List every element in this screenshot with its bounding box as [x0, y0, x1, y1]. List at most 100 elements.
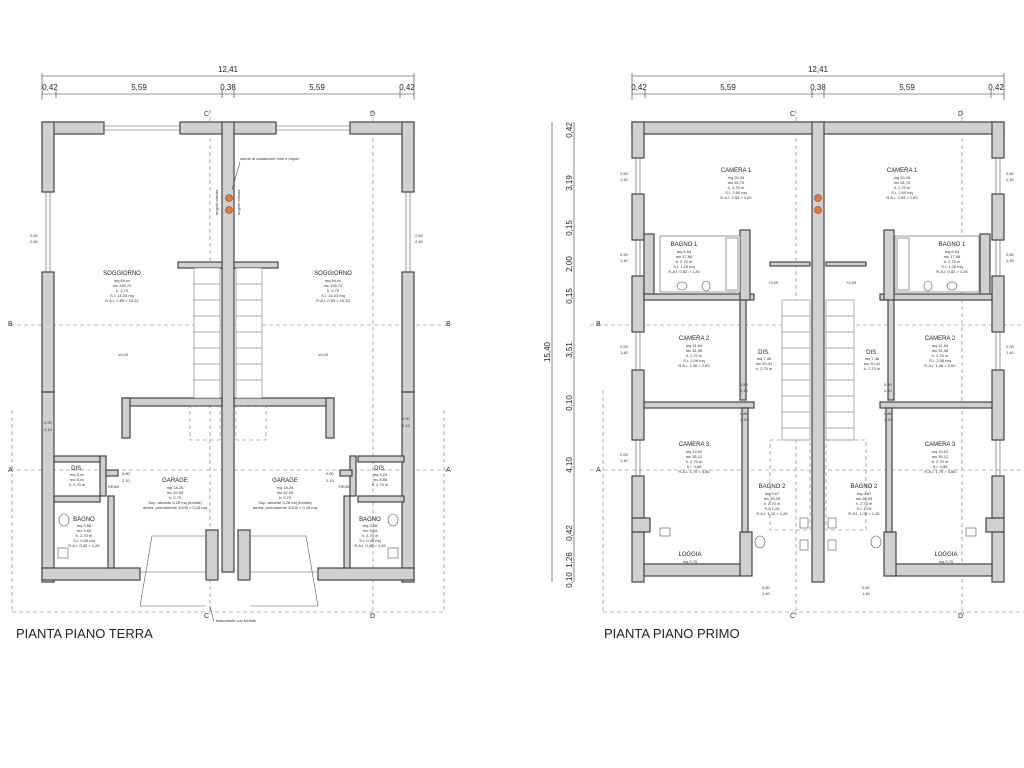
level-marker: ±0,00	[118, 352, 129, 357]
window-dim: 0,80	[740, 411, 749, 416]
side-dim: 0,42	[565, 525, 574, 541]
window-dims-first: 2,60 1,40 0,90 1,40 2,60 1,40 2,60 1,40 …	[620, 171, 1015, 596]
window-dim: 2,60	[30, 239, 39, 244]
room-name: BAGNO	[359, 517, 381, 523]
window-dim: 2,10	[884, 417, 893, 422]
room-line: mq 3,66	[363, 523, 378, 528]
room-line: mc 8,86	[373, 477, 388, 482]
room-line: mc 31,06	[686, 348, 703, 353]
walls-first	[631, 121, 1005, 583]
side-dim: 1,26	[565, 552, 574, 568]
axis-d-bottom: D'	[958, 613, 964, 620]
windows-ground	[45, 125, 411, 573]
top-dimension-chain-ground: 12,41 0,42 5,59 0,38 5,59 0,42	[41, 65, 415, 100]
axis-d-top: D	[370, 111, 375, 118]
room-line: mq 9,67	[857, 491, 872, 496]
room-line: mq 3,24	[373, 472, 388, 477]
window-dim: 0,90	[620, 252, 629, 257]
window-dim: 2,10	[402, 423, 411, 428]
room-line: mq 6,54	[677, 249, 692, 254]
room-line: mc 145,72	[324, 283, 343, 288]
bathroom-fixtures-first	[659, 235, 980, 551]
axis-b-left: B	[596, 321, 601, 328]
room-line: mc 26,09	[856, 496, 873, 501]
room-line: Sup. aerante 0,28 mq (fornita)	[258, 500, 312, 505]
room-line: R.A.I. 1,70 > 4,86	[678, 469, 710, 474]
top-dim-3: 0,38	[220, 83, 236, 92]
room-line: h. 2,70 m	[932, 353, 949, 358]
room-bagno1-right: BAGNO 1 mq 6,54 mc 17,66 h. 2,70 m S.I. …	[936, 242, 968, 274]
room-name: LOGGIA	[934, 552, 957, 558]
room-soggiorno-right: SOGGIORNO mq 64,xx mc 145,72 h. 2,70 S.I…	[314, 271, 352, 303]
window-dim: 0,80	[762, 585, 771, 590]
axis-d-bottom: D	[370, 613, 375, 620]
room-name: BAGNO 1	[671, 242, 698, 248]
room-line: h. 2,70	[169, 495, 182, 500]
room-line: mq 7,46	[757, 356, 772, 361]
room-name: GARAGE	[162, 478, 188, 484]
window-dim: 2,10	[122, 478, 131, 483]
window-dim: 2,60	[30, 233, 39, 238]
room-line: R.A.I. 0,82 > 1,26	[936, 269, 968, 274]
room-line: R.A.I. 1,46 > 2,60	[678, 363, 710, 368]
room-line: mq 7,46	[865, 356, 880, 361]
room-line: mq 3,xx	[70, 472, 84, 477]
walls-ground	[41, 121, 415, 583]
room-line: S.I. 2,60 mq	[891, 190, 913, 195]
room-line: mc 20,41	[756, 361, 773, 366]
room-line: mq 13,02	[932, 449, 949, 454]
side-dim: 4,10	[565, 457, 574, 473]
axis-a-right: A	[446, 467, 451, 474]
window-dim: 1,40	[620, 458, 629, 463]
axis-c-bottom: C	[204, 613, 209, 620]
side-dim: 0,10	[565, 395, 574, 411]
room-line: R.A.I. 0,45 > 1,26	[68, 543, 100, 548]
room-line: mc 17,66	[944, 254, 961, 259]
room-soggiorno-left: SOGGIORNO mq 64,xx mc 145,72 h. 2,70 S.I…	[103, 271, 141, 303]
room-line: S.I. 14,03 mq	[321, 293, 345, 298]
window-dim: 0,80	[884, 382, 893, 387]
room-line: mq 20,26	[728, 175, 745, 180]
window-dim: 0,90	[44, 420, 53, 425]
top-dimension-chain-first: 12,41 0,42 5,59 0,38 5,59 0,42	[631, 65, 1004, 100]
room-line: mq 3,76	[939, 559, 954, 564]
room-name: DIS.	[374, 466, 386, 472]
room-line: R.A.I. 2,53 > 2,60	[720, 195, 752, 200]
flue-pipe-1	[225, 194, 233, 202]
room-line: h. 2,70 m	[76, 533, 93, 538]
rei-label: REI60	[108, 484, 120, 489]
room-line: h. 2,70	[116, 288, 129, 293]
room-garage-right: GARAGE mq 18,26 mc 52,05 h. 2,70 Sup. ae…	[253, 478, 317, 510]
room-name: LOGGIA	[678, 552, 701, 558]
window-dim: 0,90	[402, 416, 411, 421]
side-dim: 0,10	[565, 572, 574, 588]
window-dim: 2,10	[884, 388, 893, 393]
room-line: mc 31,06	[932, 348, 949, 353]
room-line: mq 18,26	[277, 485, 294, 490]
window-dim: 2,10	[740, 417, 749, 422]
side-dim: 3,51	[565, 342, 574, 358]
axis-a-left: A	[596, 467, 601, 474]
flue-pipe-1	[814, 194, 822, 202]
room-name: SOGGIORNO	[103, 271, 141, 277]
flue-pipe-2	[814, 206, 822, 214]
room-line: h. 2,70 m	[932, 459, 949, 464]
room-bagno2-left: BAGNO 2 mq 9,67 mc 26,09 h. 2,70 m S.I. …	[756, 484, 788, 516]
window-dim: 2,00	[620, 452, 629, 457]
room-line: h. 2,70 m	[864, 366, 881, 371]
room-line: R.A.I. 0,82 > 1,26	[668, 269, 700, 274]
room-line: mc 54,70	[894, 180, 911, 185]
room-dis-left: DIS. mq 7,46 mc 20,41 h. 2,70 m	[756, 350, 773, 371]
room-line: h. 2,70 m	[686, 459, 703, 464]
room-line: mc 9,84	[77, 528, 92, 533]
room-line: h. 2,70	[327, 288, 340, 293]
top-dim-1: 0,42	[631, 83, 647, 92]
title-ground-floor: PIANTA PIANO TERRA	[16, 626, 153, 641]
windows-first	[635, 158, 1001, 476]
room-line: S.I. 1,26	[765, 506, 781, 511]
room-line: mc 35,12	[686, 454, 703, 459]
stairs-first	[769, 299, 867, 531]
room-line: S.I. 4,86	[933, 464, 949, 469]
room-name: BAGNO 1	[939, 242, 966, 248]
window-dim: 2,10	[44, 427, 53, 432]
